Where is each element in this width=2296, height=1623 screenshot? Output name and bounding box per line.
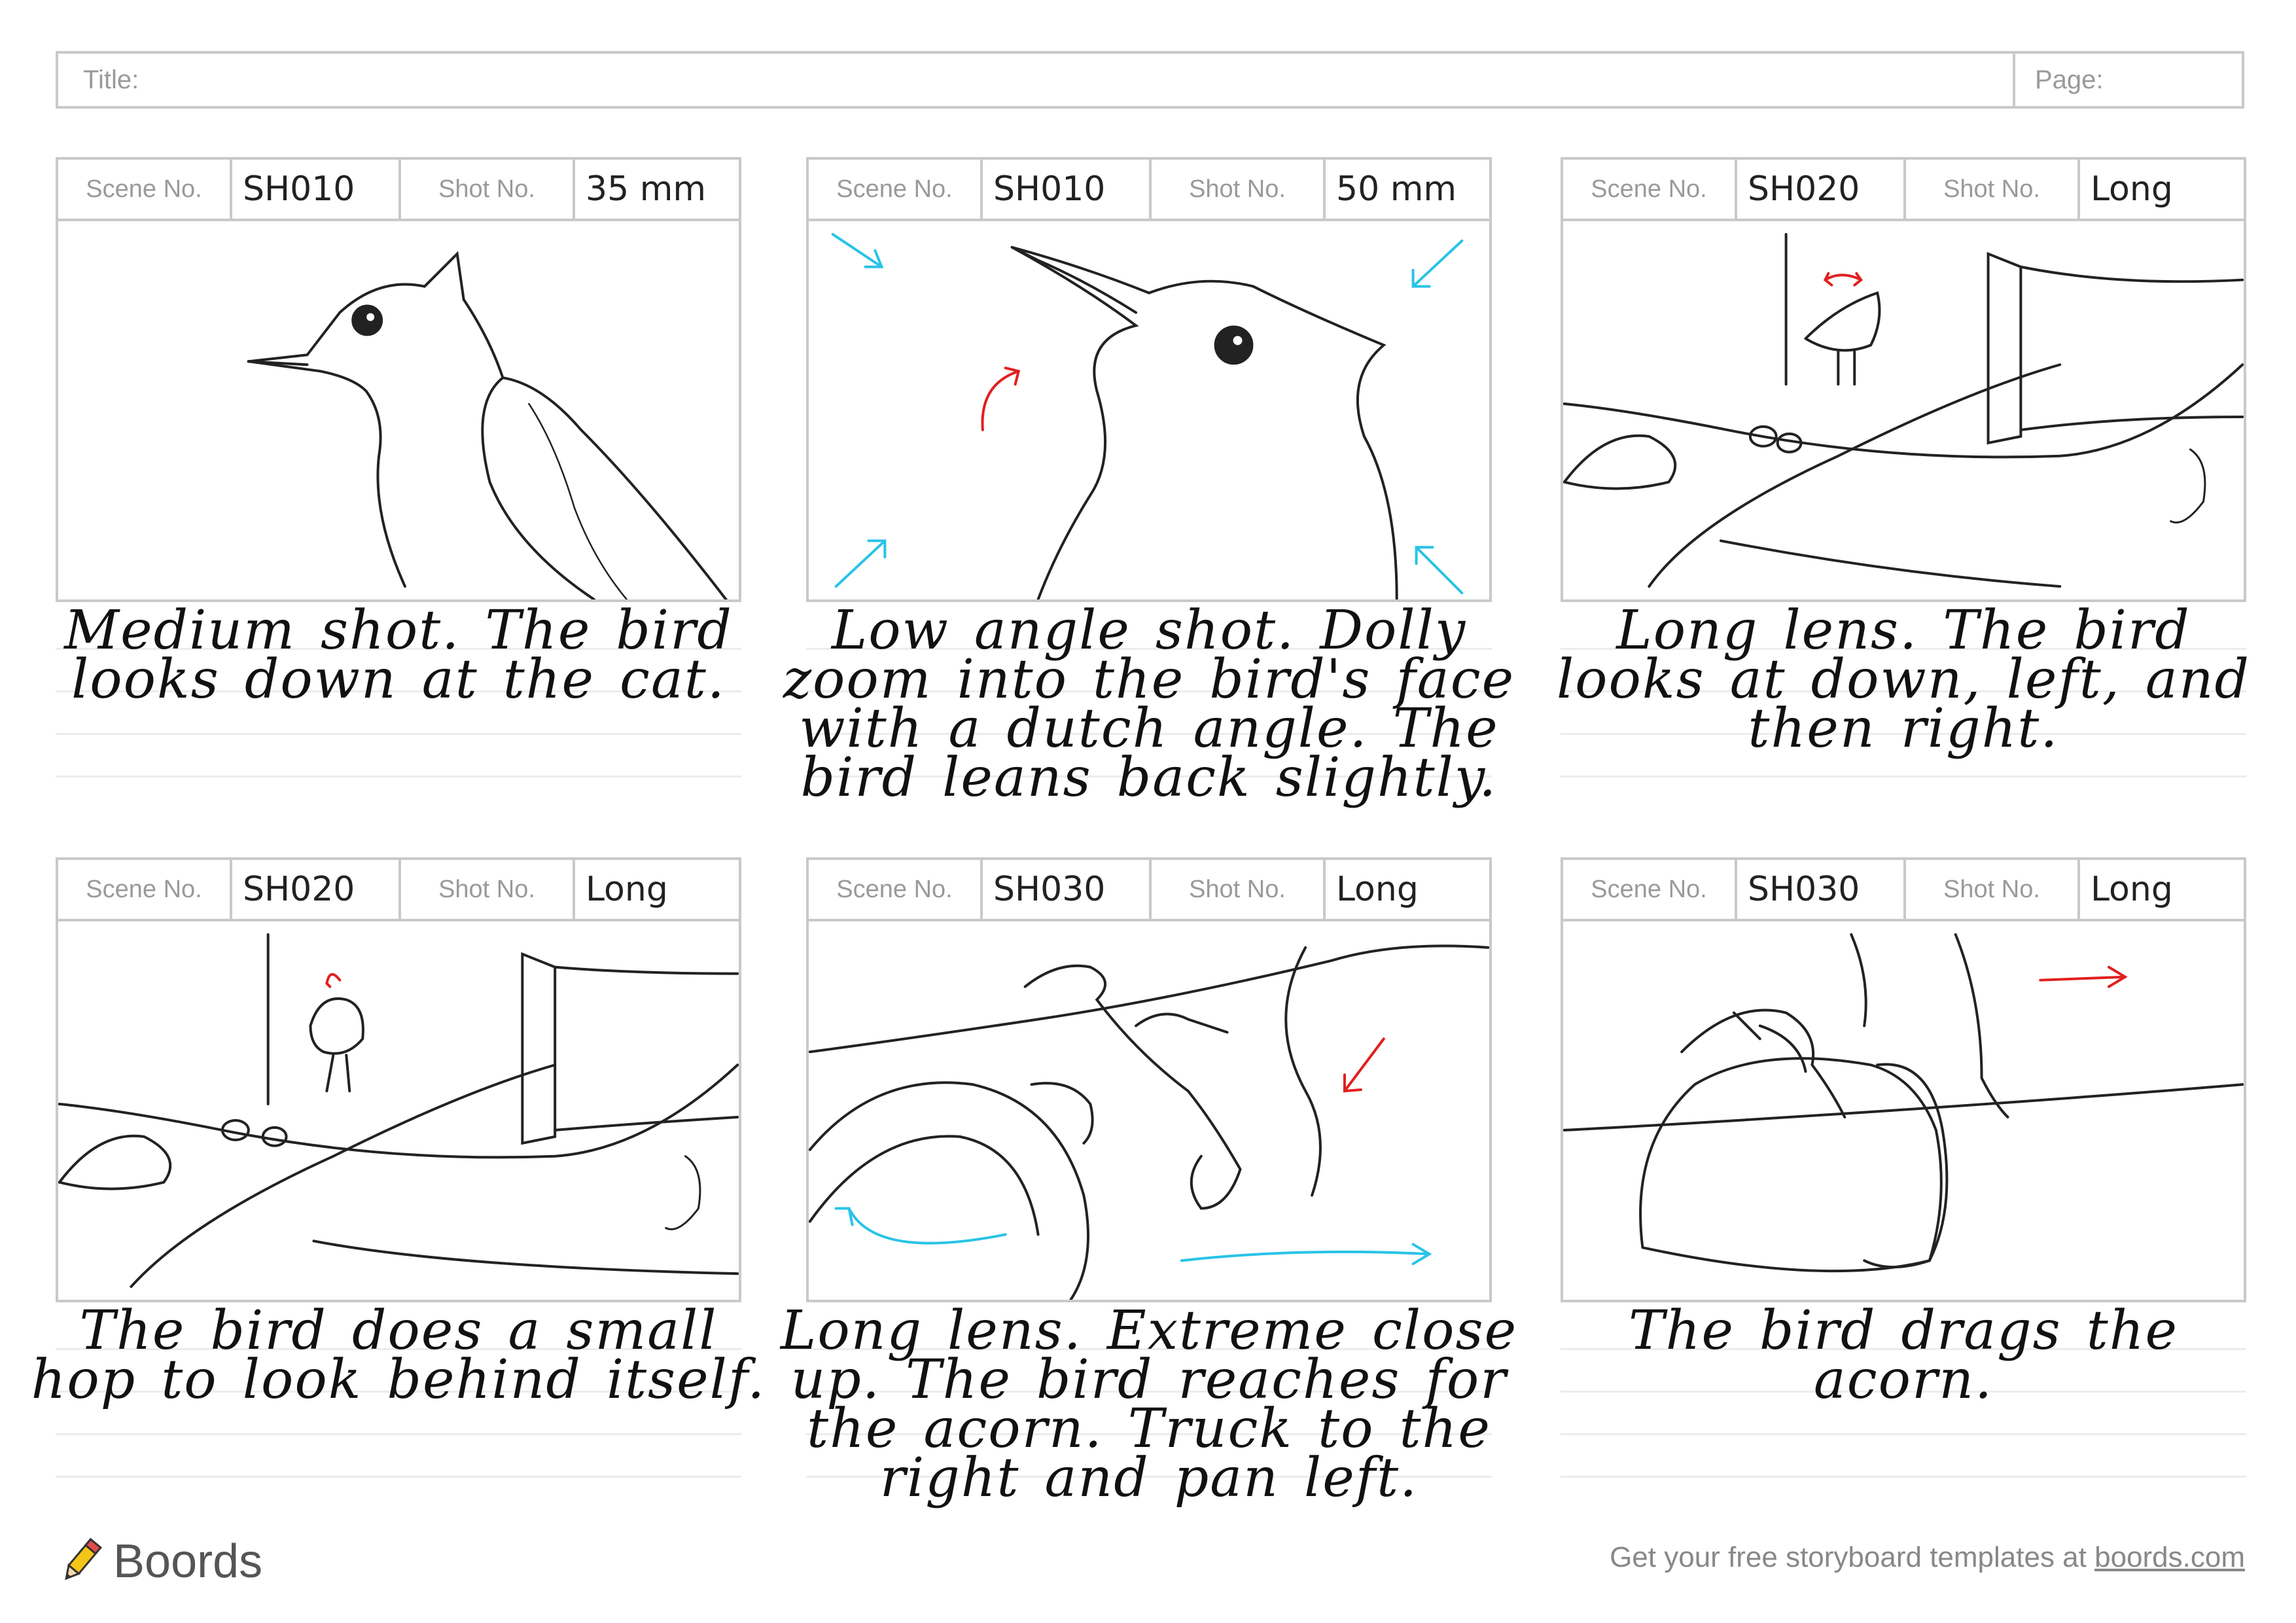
shot-label: Shot No. [1152, 160, 1326, 219]
scene-label: Scene No. [809, 160, 983, 219]
scene-value[interactable]: SH030 [983, 860, 1152, 919]
storyboard-panel-3: Scene No. SH020 Shot No. Long Long lens.… [1557, 157, 2249, 818]
bird-sketch-low-angle [831, 232, 1464, 599]
panel-meta: Scene No. SH020 Shot No. Long [1561, 157, 2246, 219]
page-field[interactable]: Page: [2013, 54, 2242, 106]
branch-hop-sketch [58, 933, 739, 1289]
panel-caption[interactable]: Long lens. Extreme close up. The bird re… [780, 1300, 1518, 1509]
boords-logo[interactable]: Boords [56, 1535, 262, 1588]
panel-caption[interactable]: Long lens. The bird looks at down, left,… [1556, 599, 2251, 760]
footer-note: Get your free storyboard templates at bo… [1610, 1541, 2245, 1574]
caption-area: Long lens. The bird looks at down, left,… [1557, 602, 2249, 818]
storyboard-header: Title: Page: [56, 51, 2244, 109]
title-label: Title: [83, 65, 139, 94]
scene-label: Scene No. [1563, 160, 1737, 219]
panel-meta: Scene No. SH030 Shot No. Long [806, 857, 1492, 919]
shot-label: Shot No. [1906, 860, 2080, 919]
scene-label: Scene No. [58, 160, 232, 219]
scene-value[interactable]: SH030 [1737, 860, 1906, 919]
caption-area: Long lens. Extreme close up. The bird re… [781, 1302, 1516, 1518]
scene-value[interactable]: SH020 [232, 860, 401, 919]
storyboard-panel-5: Scene No. SH030 Shot No. Long Long lens.… [781, 857, 1516, 1518]
scene-label: Scene No. [1563, 860, 1737, 919]
scene-label: Scene No. [809, 860, 983, 919]
shot-label: Shot No. [1906, 160, 2080, 219]
panel-image-frame[interactable] [806, 919, 1492, 1302]
panel-image-frame[interactable] [1561, 219, 2246, 602]
storyboard-panel-4: Scene No. SH020 Shot No. Long The bird d… [31, 857, 764, 1518]
panel-caption[interactable]: Low angle shot. Dolly zoom into the bird… [783, 599, 1515, 809]
caption-area: The bird does a small hop to look behind… [31, 1302, 764, 1518]
panel-caption[interactable]: Medium shot. The bird looks down at the … [64, 599, 733, 711]
footer-link[interactable]: boords.com [2094, 1541, 2245, 1573]
panel-image-frame[interactable] [56, 219, 741, 602]
caption-area: Medium shot. The bird looks down at the … [56, 602, 741, 818]
caption-area: The bird drags the acorn. [1561, 1302, 2246, 1518]
shot-value[interactable]: Long [2091, 169, 2173, 209]
shot-value[interactable]: Long [1336, 870, 1419, 909]
claw-acorn-closeup-sketch [809, 944, 1489, 1300]
panel-meta: Scene No. SH020 Shot No. Long [56, 857, 741, 919]
caption-area: Low angle shot. Dolly zoom into the bird… [783, 602, 1513, 818]
scene-label: Scene No. [58, 860, 232, 919]
panel-meta: Scene No. SH010 Shot No. 50 mm [806, 157, 1492, 219]
panel-meta: Scene No. SH030 Shot No. Long [1561, 857, 2246, 919]
branch-scene-sketch [1563, 232, 2244, 588]
scene-value[interactable]: SH020 [1737, 160, 1906, 219]
panel-caption[interactable]: The bird does a small hop to look behind… [31, 1300, 766, 1411]
panel-image-frame[interactable] [806, 219, 1492, 602]
pencil-icon [65, 1537, 102, 1580]
scene-value[interactable]: SH010 [983, 160, 1152, 219]
page-label: Page: [2035, 65, 2104, 94]
shot-value[interactable]: Long [2091, 870, 2173, 909]
storyboard-panel-1: Scene No. SH010 Shot No. 35 mm Medium sh… [56, 157, 741, 818]
title-field[interactable]: Title: [58, 54, 2013, 106]
storyboard-panel-2: Scene No. SH010 Shot No. 50 mm Low angle… [783, 157, 1513, 818]
bird-drags-acorn-sketch [1563, 933, 2244, 1273]
panel-image-frame[interactable] [56, 919, 741, 1302]
scene-value[interactable]: SH010 [232, 160, 401, 219]
shot-label: Shot No. [401, 860, 575, 919]
shot-value[interactable]: 50 mm [1336, 169, 1457, 209]
shot-label: Shot No. [1152, 860, 1326, 919]
shot-value[interactable]: Long [586, 870, 668, 909]
panel-caption[interactable]: The bird drags the acorn. [1628, 1300, 2179, 1411]
panel-image-frame[interactable] [1561, 919, 2246, 1302]
shot-label: Shot No. [401, 160, 575, 219]
brand-name: Boords [113, 1535, 263, 1588]
bird-sketch-medium [247, 251, 728, 599]
storyboard-panel-6: Scene No. SH030 Shot No. Long The bird d… [1561, 857, 2246, 1518]
shot-value[interactable]: 35 mm [586, 169, 707, 209]
footer-note-text: Get your free storyboard templates at [1610, 1541, 2087, 1573]
panel-meta: Scene No. SH010 Shot No. 35 mm [56, 157, 741, 219]
